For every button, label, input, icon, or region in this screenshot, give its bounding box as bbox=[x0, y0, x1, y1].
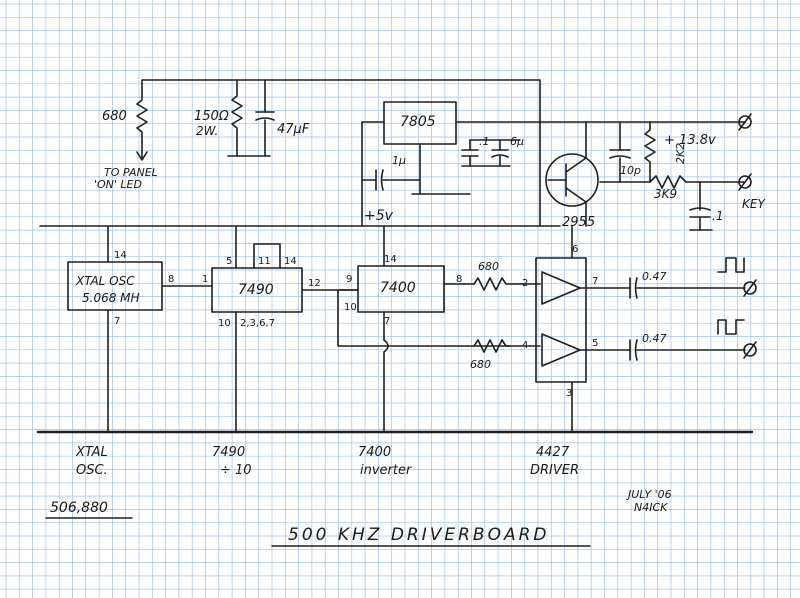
regulator-input-wire bbox=[361, 121, 385, 227]
counter-block-label: 7490 bbox=[238, 282, 274, 298]
osc-block-line2: 5.068 MH bbox=[82, 291, 140, 305]
power-resistor-zigzag bbox=[231, 79, 243, 157]
terminal-supply bbox=[738, 115, 752, 129]
led-note-line1: TO PANEL bbox=[104, 166, 158, 179]
reg-out-cap2-plate-b bbox=[491, 154, 509, 158]
transistor-label: 2955 bbox=[562, 215, 595, 230]
driver-buffer-a bbox=[541, 271, 581, 305]
inverter-block-label: 7400 bbox=[380, 280, 416, 296]
terminal-out2-mark bbox=[743, 341, 757, 359]
pin-drv-in-a: 2 bbox=[522, 278, 528, 289]
pin-osc-out: 8 bbox=[168, 274, 174, 285]
legend-inverter-line1: 7400 bbox=[358, 445, 391, 460]
pin-cnt-11: 11 bbox=[258, 256, 271, 267]
out-cap1-label: 0.47 bbox=[642, 270, 667, 283]
square-wave-icon-1 bbox=[717, 257, 745, 273]
pin-nand-vcc: 14 bbox=[384, 254, 397, 265]
led-note-line2: 'ON' LED bbox=[94, 178, 142, 191]
pin-osc-gnd: 7 bbox=[114, 316, 120, 327]
driver-4427-box bbox=[535, 257, 587, 383]
osc-block-line1: XTAL OSC bbox=[75, 274, 135, 288]
r3k9-label: 3K9 bbox=[654, 187, 677, 201]
pin-nand-out: 8 bbox=[456, 274, 462, 285]
transistor-2955-body bbox=[545, 153, 599, 207]
power-resistor-rating: 2W. bbox=[196, 124, 218, 138]
out-cap1-plate-b bbox=[634, 277, 638, 299]
schematic-wiring bbox=[36, 79, 757, 547]
pin-drv-out-a: 7 bbox=[592, 276, 598, 287]
key-cap-label: .1 bbox=[712, 209, 723, 223]
pin-drv-out-b: 5 bbox=[592, 338, 598, 349]
reg-out-cap1-label: .1 bbox=[479, 135, 490, 148]
date-label: JULY '06 bbox=[626, 488, 672, 501]
counter-11-14-link bbox=[253, 243, 281, 269]
square-wave-icon-2 bbox=[717, 319, 745, 335]
gate-resistor1-zigzag bbox=[473, 277, 541, 291]
gate-resistor2-label: 680 bbox=[470, 358, 491, 371]
pin-nand-gnd: 7 bbox=[384, 316, 390, 327]
top-supply-rail bbox=[141, 79, 541, 124]
led-resistor-label: 680 bbox=[102, 109, 127, 124]
pin-drv-vcc: 6 bbox=[572, 244, 578, 255]
pin-drv-gnd: 3 bbox=[566, 388, 572, 399]
pin-cnt-gnd-list: 2,3,6,7 bbox=[240, 318, 275, 329]
terminal-out1-mark bbox=[743, 279, 757, 297]
key-cap-plate-a bbox=[689, 207, 711, 211]
terminal-out1 bbox=[743, 281, 757, 295]
frequency-note: 506,880 bbox=[50, 500, 108, 516]
pin-osc-vcc: 14 bbox=[114, 250, 127, 261]
input-voltage-label: + 13.8v bbox=[664, 133, 716, 148]
base-cap-label: 10p bbox=[620, 164, 641, 177]
inverter-7400-box bbox=[357, 265, 445, 313]
pin-cnt-gnd: 10 bbox=[218, 318, 231, 329]
out-cap2-label: 0.47 bbox=[642, 332, 667, 345]
base-cap-plate-b bbox=[609, 155, 631, 159]
pin-cnt-14: 14 bbox=[284, 256, 297, 267]
bulk-cap-plate-b bbox=[255, 117, 275, 121]
legend-driver-line1: 4427 bbox=[536, 445, 570, 460]
pin-nand-in-b: 10 bbox=[344, 302, 357, 313]
r2k2-zigzag bbox=[644, 121, 656, 183]
nand-input-b-wire bbox=[337, 289, 511, 347]
callsign-label: N4ICK bbox=[634, 501, 668, 514]
legend-counter-line1: 7490 bbox=[212, 445, 245, 460]
driver-buffer-b bbox=[541, 333, 581, 367]
schematic-labels: 680 TO PANEL 'ON' LED 150Ω 2W. 47μF 7805… bbox=[50, 109, 766, 545]
terminal-supply-mark bbox=[738, 113, 752, 131]
legend-counter-line2: ÷ 10 bbox=[220, 463, 252, 478]
pin-nand-in-a: 9 bbox=[346, 274, 352, 285]
reg-out-cap2-label: 6μ bbox=[510, 135, 524, 148]
terminal-key-mark bbox=[738, 173, 752, 191]
diagram-title: 500 KHZ DRIVERBOARD bbox=[288, 525, 550, 545]
terminal-out2 bbox=[743, 343, 757, 357]
legend-osc-line1: XTAL bbox=[75, 445, 108, 460]
gate-resistor1-label: 680 bbox=[478, 260, 499, 273]
legend-inverter-line2: inverter bbox=[360, 463, 413, 478]
pin-cnt-out: 12 bbox=[308, 278, 321, 289]
rail-label: +5v bbox=[364, 208, 394, 224]
reg-input-cap-label: 1μ bbox=[392, 154, 406, 167]
terminal-key bbox=[738, 175, 752, 189]
bulk-cap-label: 47μF bbox=[277, 122, 310, 137]
reg-input-cap-plate-b bbox=[380, 169, 384, 191]
legend-driver-line2: DRIVER bbox=[530, 463, 579, 478]
power-resistor-value: 150Ω bbox=[194, 109, 229, 124]
r3k9-zigzag bbox=[619, 175, 746, 189]
transistor-emitter bbox=[565, 157, 587, 173]
led-arrow-head bbox=[136, 151, 148, 161]
r2k2-label: 2K2 bbox=[674, 143, 687, 164]
key-label: KEY bbox=[742, 197, 766, 211]
pin-drv-in-b: 4 bbox=[522, 340, 528, 351]
pin-cnt-in: 1 bbox=[202, 274, 208, 285]
led-resistor-zigzag bbox=[136, 83, 148, 143]
gate-resistor2-zigzag bbox=[473, 339, 541, 353]
out-cap2-plate-b bbox=[634, 339, 638, 361]
pin-cnt-vcc: 5 bbox=[226, 256, 232, 267]
legend-osc-line2: OSC. bbox=[76, 463, 108, 478]
regulator-label: 7805 bbox=[400, 114, 436, 130]
transistor-collector bbox=[565, 187, 587, 203]
